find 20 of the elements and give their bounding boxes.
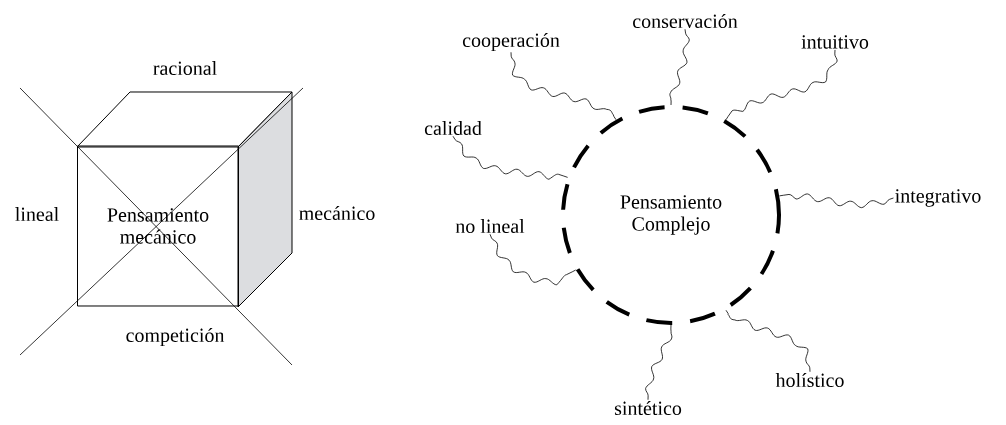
face-label: mecánico — [299, 205, 375, 221]
term-label: no lineal — [455, 218, 525, 233]
term-label: holístico — [775, 372, 844, 388]
face-label: lineal — [15, 206, 59, 221]
wavy-line — [725, 49, 838, 121]
term-label: cooperación — [462, 32, 560, 52]
wavy-line — [489, 233, 577, 286]
wavy-line — [725, 309, 811, 373]
term-label: calidad — [424, 120, 482, 135]
wavy-line — [645, 324, 673, 401]
term-label: conservación — [633, 13, 738, 29]
term-label: intuitivo — [801, 35, 869, 49]
face-label: competición — [126, 327, 225, 347]
term-label: sintético — [614, 400, 682, 416]
wavy-line — [452, 135, 569, 180]
wavy-line — [669, 28, 690, 106]
term-label: integrativo — [895, 189, 981, 207]
wavy-line — [778, 193, 894, 209]
wavy-line — [510, 51, 617, 121]
face-label: racional — [153, 60, 217, 76]
